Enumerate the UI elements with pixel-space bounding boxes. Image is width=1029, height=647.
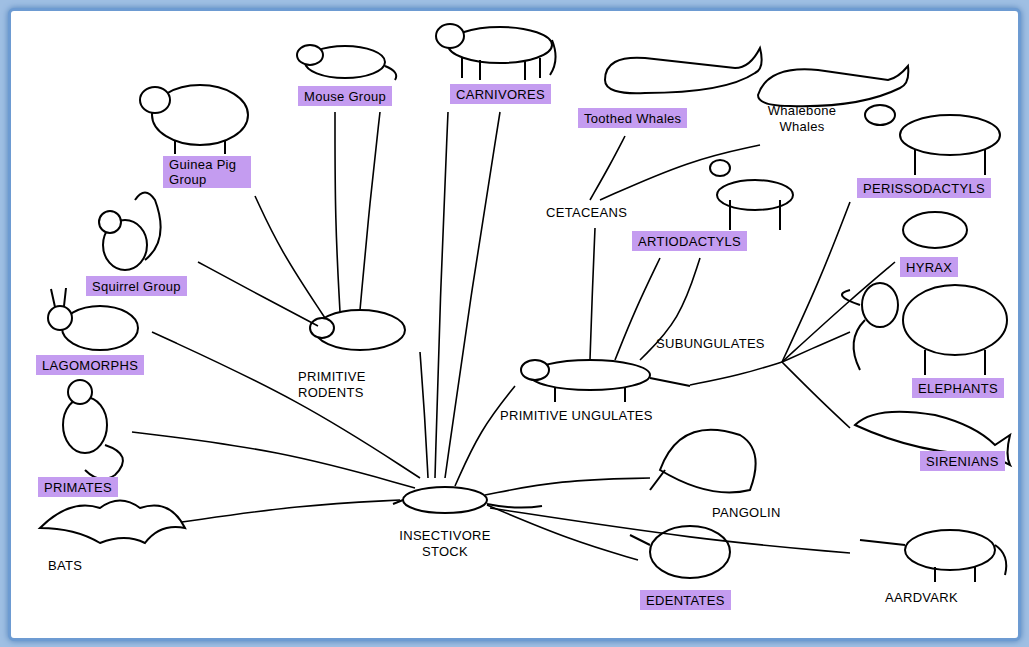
branch-line <box>435 112 448 478</box>
branch-line <box>182 500 400 522</box>
group-label-box: ELEPHANTS <box>912 378 1004 398</box>
group-name: Guinea Pig Group <box>169 157 245 187</box>
group-label-box: SIRENIANS <box>920 451 1005 471</box>
branch-label: INSECTIVORE STOCK <box>386 528 504 560</box>
branch-label: CETACEANS <box>546 205 627 221</box>
group-label-box: CARNIVORES <box>450 84 551 104</box>
branch-line <box>420 352 428 478</box>
branch-line <box>198 262 318 326</box>
branch-line <box>600 145 760 200</box>
branch-line <box>615 258 660 360</box>
branch-line <box>255 196 325 318</box>
branch-label: BATS <box>48 558 82 574</box>
branch-line <box>152 332 420 478</box>
group-label-box: EDENTATES <box>640 590 731 610</box>
group-name: ELEPHANTS <box>918 381 998 396</box>
group-label-box: PRIMATES <box>38 477 118 497</box>
group-name: EDENTATES <box>646 593 725 608</box>
group-label-box: ARTIODACTYLS <box>632 231 747 251</box>
group-name: PERISSODACTYLS <box>863 181 985 196</box>
group-name: HYRAX <box>906 260 952 275</box>
branch-line <box>455 386 515 486</box>
branch-label: SUBUNGULATES <box>656 336 765 352</box>
branch-line <box>782 262 895 362</box>
group-label-box: Mouse Group <box>298 86 392 106</box>
group-name: Mouse Group <box>304 89 386 104</box>
group-name: PRIMATES <box>44 480 112 495</box>
branch-line <box>360 112 380 310</box>
branch-line <box>782 332 850 362</box>
branch-label: PRIMITIVE RODENTS <box>298 369 410 401</box>
branch-line <box>487 505 638 560</box>
group-label-box: HYRAX <box>900 257 958 277</box>
branch-label: AARDVARK <box>885 590 958 606</box>
group-label-box: Squirrel Group <box>86 276 187 296</box>
branch-line <box>690 362 782 385</box>
branch-label: PANGOLIN <box>712 505 781 521</box>
branch-line <box>485 478 650 495</box>
branch-line <box>132 432 415 488</box>
branch-line <box>782 362 850 428</box>
group-name: Toothed Whales <box>584 111 681 126</box>
branch-line <box>490 508 850 553</box>
group-name: Squirrel Group <box>92 279 181 294</box>
group-label-box: LAGOMORPHS <box>36 355 144 375</box>
branch-line <box>445 112 500 478</box>
branch-line <box>335 112 340 312</box>
group-label-box: Toothed Whales <box>578 108 687 128</box>
branch-label: PRIMITIVE UNGULATES <box>500 408 653 424</box>
branch-line <box>782 202 850 362</box>
group-name: CARNIVORES <box>456 87 545 102</box>
group-name: LAGOMORPHS <box>42 358 138 373</box>
branch-label: Whalebone Whales <box>762 103 842 135</box>
group-name: SIRENIANS <box>926 454 999 469</box>
group-label-box: PERISSODACTYLS <box>857 178 991 198</box>
branch-line <box>590 228 595 360</box>
group-name: ARTIODACTYLS <box>638 234 741 249</box>
group-label-box: Guinea Pig Group <box>163 156 251 188</box>
